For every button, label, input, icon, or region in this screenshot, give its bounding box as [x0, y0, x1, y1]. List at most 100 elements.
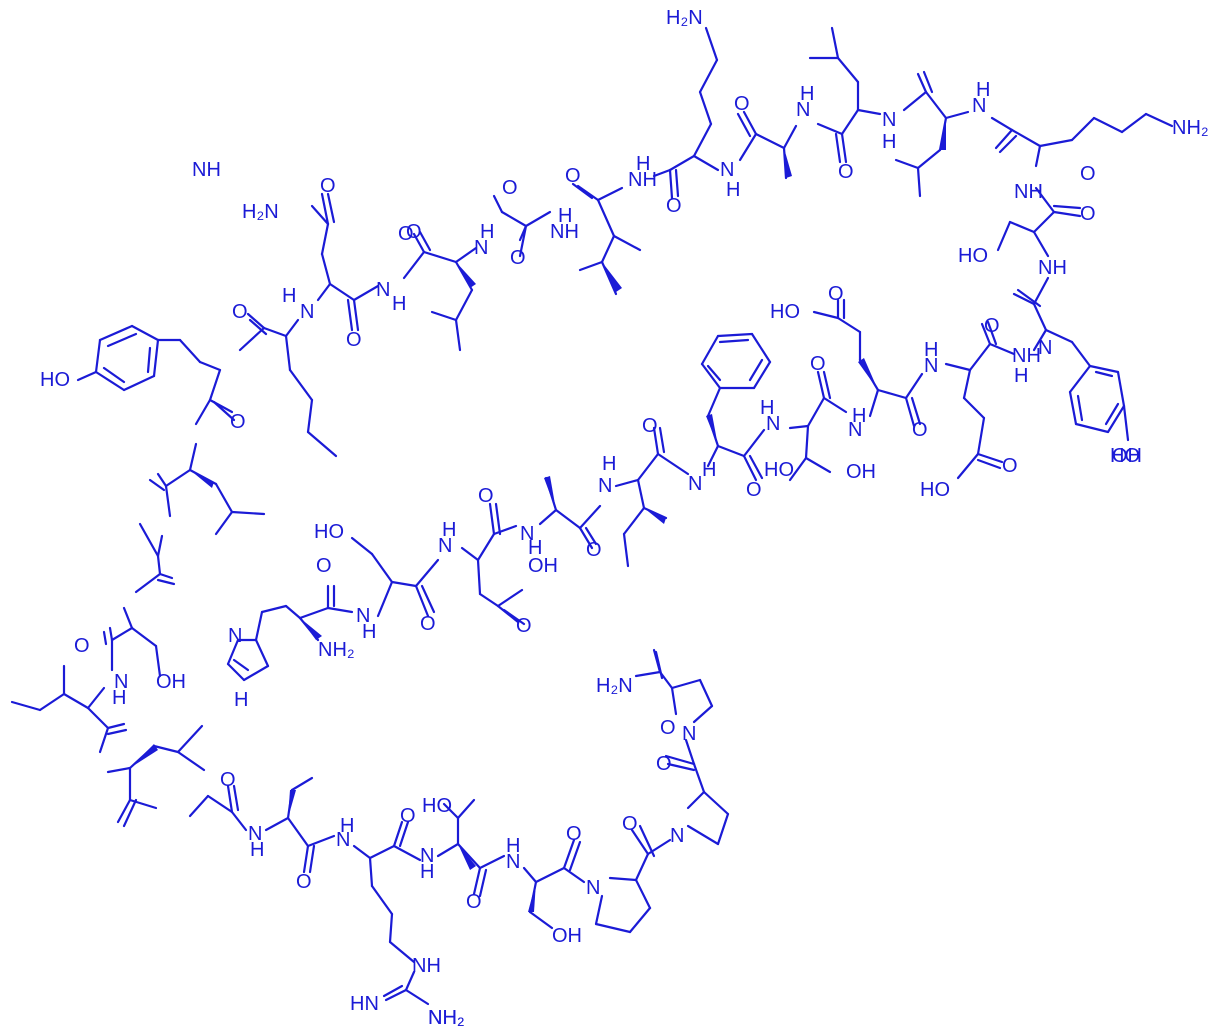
atom-label: H₂N [596, 675, 633, 697]
atom-label: OH [528, 555, 558, 577]
atom-label: N [972, 95, 986, 117]
atom-label: NH [1038, 257, 1067, 279]
atom-label: OH [1112, 445, 1142, 467]
atom-label: O [666, 195, 682, 217]
atom-label: N [114, 671, 128, 693]
stereo-wedges [130, 118, 946, 912]
atom-label: HO [770, 301, 800, 323]
atom-label: O [220, 769, 236, 791]
atom-label: O [230, 411, 246, 433]
atom-label: H [636, 153, 650, 175]
atom-label: H [506, 835, 520, 857]
atom-label: O [828, 283, 844, 305]
atom-label: N [720, 159, 734, 181]
atom-label: HO [422, 795, 452, 817]
atom-label: O [502, 177, 518, 199]
atom-label: O [420, 613, 436, 635]
atom-label: H [726, 179, 740, 201]
atom-label: O [622, 813, 638, 835]
bond-skeleton [10, 26, 1174, 1006]
atom-label: N [376, 279, 390, 301]
atom-label: O [346, 329, 362, 351]
atom-label: O [466, 891, 482, 913]
atom-label: O [660, 717, 676, 739]
atom-label: O [566, 823, 582, 845]
atom-label: H [924, 339, 938, 361]
atom-label: O [912, 419, 928, 441]
atom-label: H [480, 221, 494, 243]
atom-label: N [228, 625, 242, 647]
atom-label: H [250, 839, 264, 861]
atom-label: N [766, 413, 780, 435]
atom-label: NH₂ [1172, 117, 1209, 139]
atom-label: NH [1014, 181, 1043, 203]
atom-label: N [506, 851, 520, 873]
atom-label: O [232, 301, 248, 323]
atom-label: N [796, 99, 810, 121]
atom-label: NH₂ [318, 639, 355, 661]
atom-label: H [760, 397, 774, 419]
atom-label: HO [764, 459, 794, 481]
atom-label: O [74, 635, 90, 657]
atom-label: N [248, 823, 262, 845]
atom-label: N [598, 475, 612, 497]
atom-label: HO [920, 479, 950, 501]
atom-label: O [586, 539, 602, 561]
atom-label: HO [1110, 445, 1140, 467]
atom-label: O [398, 223, 414, 245]
atom-label: O [642, 415, 658, 437]
atom-labels: H₂N O O O O NH₂ NH NH N N N N H H H H H … [40, 7, 1209, 1029]
atom-label: H₂N [242, 201, 279, 223]
atom-label: H [702, 459, 716, 481]
atom-label: O [400, 805, 416, 827]
atom-label: H [882, 131, 896, 153]
atom-label: NH₂ [428, 1007, 465, 1029]
atom-label: NH [412, 955, 441, 977]
atom-label: O [296, 871, 312, 893]
atom-label: H [1014, 365, 1028, 387]
atom-label: H [392, 293, 406, 315]
atom-label: O [406, 221, 422, 243]
atom-label: N [688, 473, 702, 495]
atom-label: H [442, 519, 456, 541]
atom-label: H [234, 689, 248, 711]
atom-label: H [420, 861, 434, 883]
atom-label: O [510, 247, 526, 269]
atom-label: N [1038, 337, 1052, 359]
atom-label: H [282, 285, 296, 307]
atom-label: N [356, 605, 370, 627]
atom-label: O [478, 485, 494, 507]
atom-label: NH [1012, 345, 1041, 367]
atom-label: H [362, 621, 376, 643]
atom-label: HN [350, 993, 379, 1015]
atom-label: N [300, 301, 314, 323]
atom-label: H [976, 79, 990, 101]
atom-label: N [670, 825, 684, 847]
atom-label: N [848, 419, 862, 441]
atom-label: O [1080, 203, 1096, 225]
atom-label: N [882, 109, 896, 131]
atom-label: NH [628, 169, 657, 191]
atom-label: OH [846, 461, 876, 483]
atom-label: N [520, 523, 534, 545]
atom-label: O [320, 175, 336, 197]
atom-label: O [810, 353, 826, 375]
atom-label: H [112, 687, 126, 709]
atom-label: NH₂ [428, 1007, 465, 1029]
atom-label: H [602, 453, 616, 475]
atom-label: NH [550, 221, 579, 243]
atom-label: N [586, 877, 600, 899]
atom-label: O [734, 93, 750, 115]
atom-label: H [800, 83, 814, 105]
atom-label: N [474, 237, 488, 259]
atom-label: H [340, 815, 354, 837]
atom-label: H [852, 405, 866, 427]
atom-label: N [924, 355, 938, 377]
atom-label: N [438, 535, 452, 557]
atom-label: HO [40, 369, 70, 391]
atom-label: O [565, 165, 581, 187]
atom-label: O [1002, 455, 1018, 477]
atom-label: O [746, 479, 762, 501]
atom-label: O [516, 615, 532, 637]
